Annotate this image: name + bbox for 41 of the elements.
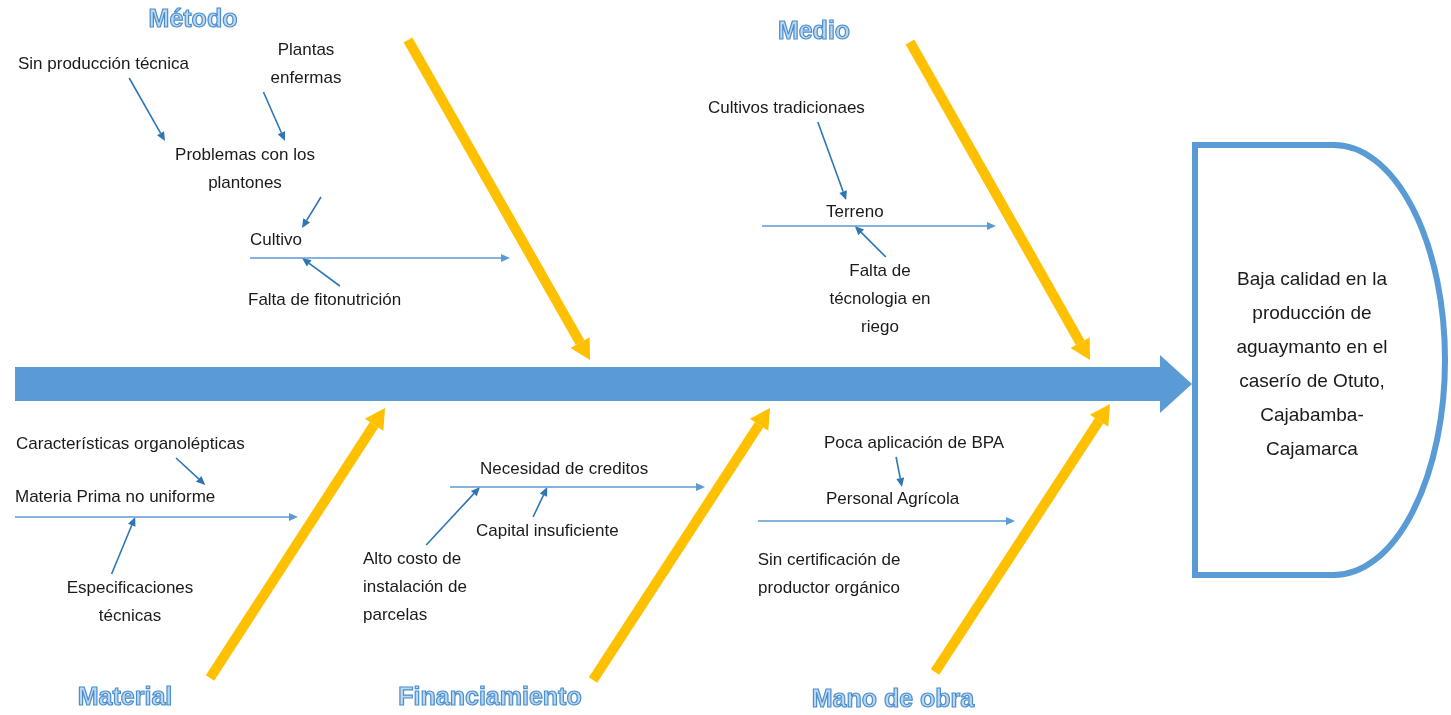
arrow [425,487,480,546]
category-heading: Financiamiento [398,682,582,710]
arrow [817,121,847,200]
cause-text: Plantas enfermas [250,36,362,92]
category-heading: Mano de obra [811,684,975,712]
arrow [249,254,510,262]
cause-text: Falta de fitonutrición [248,286,402,314]
cause-text: Materia Prima no uniforme [15,485,216,517]
arrow [895,456,905,487]
arrow [301,258,341,287]
arrow [175,457,206,485]
category-heading: Método [148,4,238,32]
cause-text: Problemas con los plantones [145,141,345,197]
arrow [110,517,136,575]
arrow [449,483,705,491]
main-spine-arrow [15,355,1192,413]
cause-text: Sin producción técnica [18,50,190,78]
arrow [761,222,996,230]
arrow [262,91,286,141]
cause-text: Especificaciones técnicas [38,574,222,630]
cause-text: Falta de técnologia en riego [822,257,938,341]
effect-box [1192,142,1448,578]
cause-text: Cultivos tradicionaes [708,94,865,122]
arrow [532,487,548,518]
category-heading: Medio [777,16,851,44]
cause-text: Sin certificación de productor orgánico [756,549,902,599]
arrow [14,513,298,521]
cause-text: Terreno [826,200,884,226]
category-heading: Material [77,682,173,710]
cause-text: Alto costo de instalación de parcelas [363,545,521,629]
arrow [301,196,322,228]
cause-text: Capital insuficiente [476,517,619,545]
cause-text: Poca aplicación de BPA [824,429,1005,457]
cause-text: Características organolépticas [16,430,245,458]
arrow [854,226,887,258]
arrow [757,517,1015,525]
cause-text: Personal Agrícola [826,487,960,521]
cause-text: Necesidad de creditos [480,457,649,487]
arrow [128,77,165,141]
effect-text: Baja calidad en la producción de aguaymanto en el caserío de Otuto, Cajabamba-Cajamarca [1235,267,1389,461]
cause-text: Cultivo [250,228,302,258]
